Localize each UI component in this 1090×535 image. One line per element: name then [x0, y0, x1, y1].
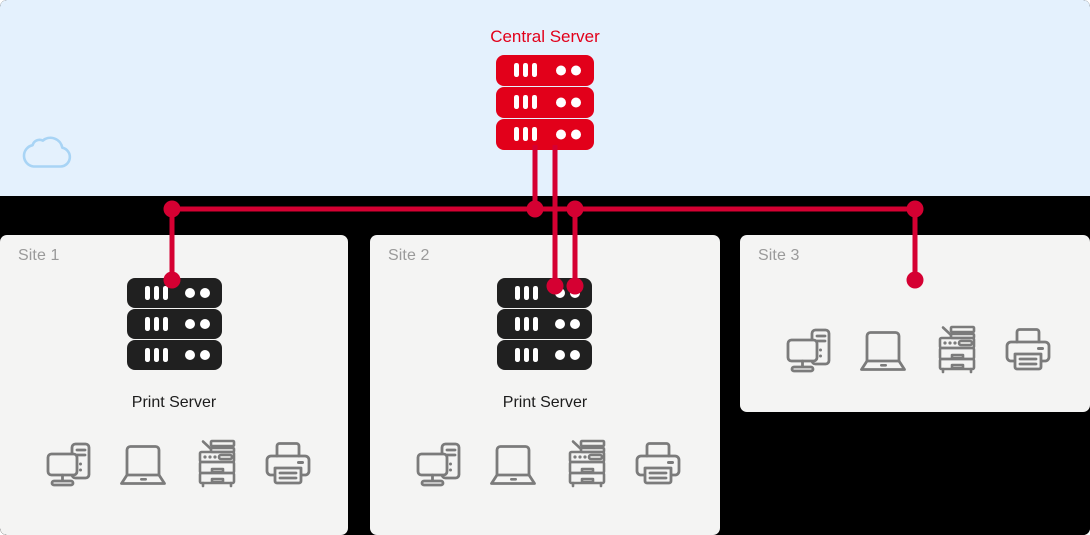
- desktop-computer-icon: [414, 437, 466, 494]
- site-1-device-row: [44, 437, 314, 494]
- laptop-icon: [117, 437, 169, 494]
- site-label-site-2: Site 2: [388, 247, 430, 264]
- site-label-site-1: Site 1: [18, 247, 60, 264]
- printer-icon: [632, 437, 684, 494]
- copier-icon: [929, 323, 981, 380]
- copier-icon: [189, 437, 241, 494]
- laptop-icon: [487, 437, 539, 494]
- desktop-computer-icon: [784, 323, 836, 380]
- site-1-print-server-caption: Print Server: [131, 394, 217, 411]
- site-1-print-server-icon[interactable]: [127, 278, 222, 375]
- site-panel-site-3[interactable]: Site 3: [740, 235, 1090, 412]
- site-panel-site-1[interactable]: Site 1: [0, 235, 348, 535]
- site-2-print-server-icon[interactable]: [497, 278, 592, 375]
- site-3-device-row: [784, 323, 1054, 380]
- central-server-icon[interactable]: [496, 55, 594, 155]
- site-label-site-3: Site 3: [758, 247, 800, 264]
- site-2-print-server-caption: Print Server: [502, 394, 588, 411]
- printer-icon: [1002, 323, 1054, 380]
- site-2-device-row: [414, 437, 684, 494]
- central-server-title: Central Server: [490, 27, 600, 46]
- laptop-icon: [857, 323, 909, 380]
- desktop-computer-icon: [44, 437, 96, 494]
- copier-icon: [559, 437, 611, 494]
- printer-icon: [262, 437, 314, 494]
- cloud-icon: [20, 133, 74, 174]
- site-panel-site-2[interactable]: Site 2: [370, 235, 720, 535]
